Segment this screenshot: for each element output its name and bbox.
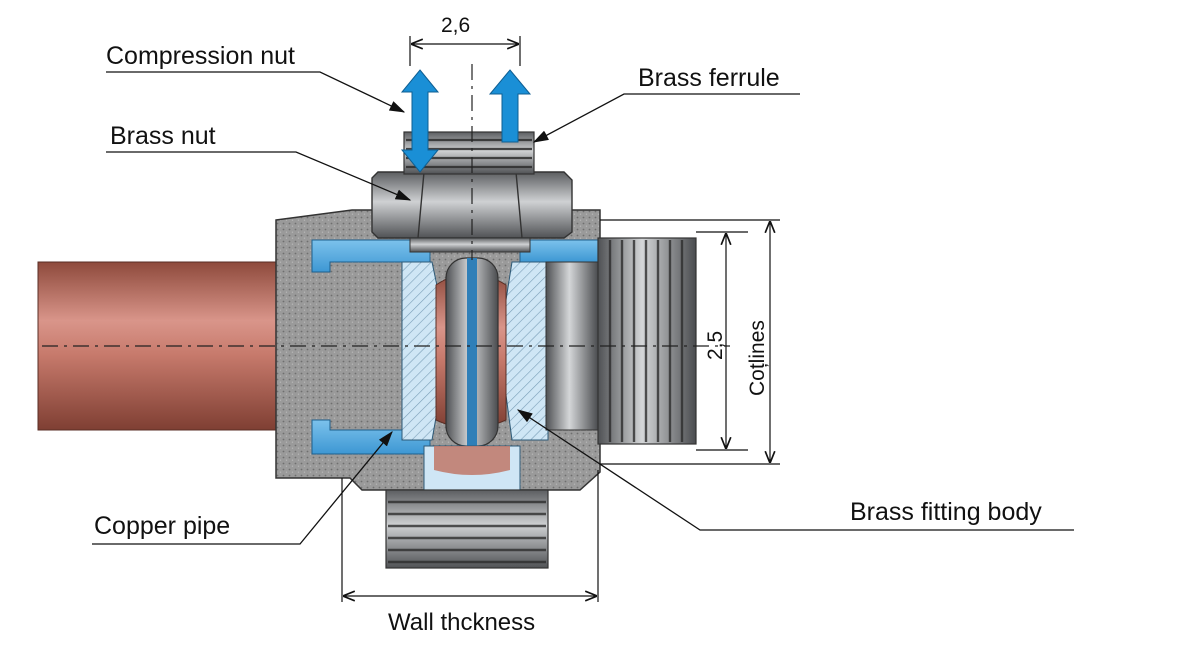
dimension-top-value: 2,6 <box>441 14 470 37</box>
label-compression-nut: Compression nut <box>106 42 295 70</box>
center-lines <box>42 64 730 347</box>
flow-arrows <box>400 69 532 173</box>
brass-nut <box>371 171 573 253</box>
leader-lines <box>92 71 1074 545</box>
label-wall-thickness: Wall thckness <box>388 609 535 636</box>
double-arrow-icon <box>400 69 440 173</box>
label-copper-pipe: Copper pipe <box>94 512 230 540</box>
dimension-right-outer-value: Coțlines <box>746 320 769 396</box>
dimension-lines <box>341 36 780 602</box>
label-brass-ferrule: Brass ferrule <box>638 64 780 92</box>
dimension-right-inner-value: 2,5 <box>704 331 727 360</box>
up-arrow-icon <box>488 69 532 143</box>
right-threaded-port <box>597 237 697 445</box>
bottom-threaded-port <box>385 489 549 569</box>
label-brass-nut: Brass nut <box>110 122 216 150</box>
label-brass-fitting-body: Brass fitting body <box>850 498 1042 526</box>
